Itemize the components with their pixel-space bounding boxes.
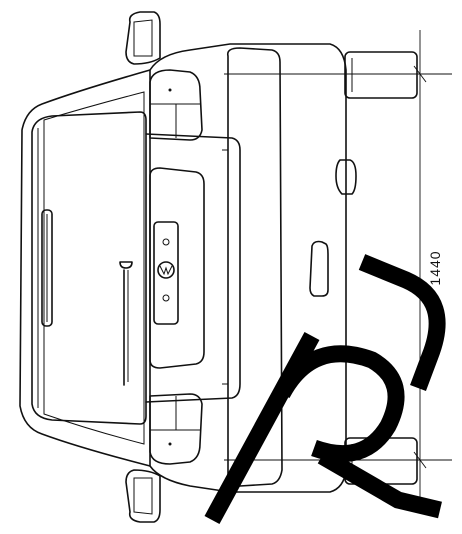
watermark-ru — [204, 254, 446, 525]
rear-wiper — [119, 261, 133, 386]
vw-logo — [157, 261, 175, 279]
mirror-top — [125, 11, 161, 65]
tyre-top — [344, 51, 418, 99]
dimension-lines — [224, 30, 452, 500]
plate-recess — [149, 167, 205, 369]
roof-outline — [19, 69, 151, 467]
tail-light-top — [149, 69, 203, 141]
lock-dot-bottom — [162, 294, 170, 302]
mirror-bottom — [125, 469, 161, 523]
badge-plate — [153, 221, 179, 325]
high-brake-light — [41, 209, 53, 327]
lock-dot-top — [162, 238, 170, 246]
dimension-label: 1440 — [427, 250, 443, 285]
tailgate-panel — [145, 133, 241, 403]
rear-window — [31, 111, 147, 425]
tow-cover — [309, 240, 329, 297]
exhaust-pipe — [335, 159, 357, 195]
body-outline — [149, 43, 347, 493]
tail-light-bottom — [149, 393, 203, 465]
roof-inner-line — [43, 91, 145, 445]
